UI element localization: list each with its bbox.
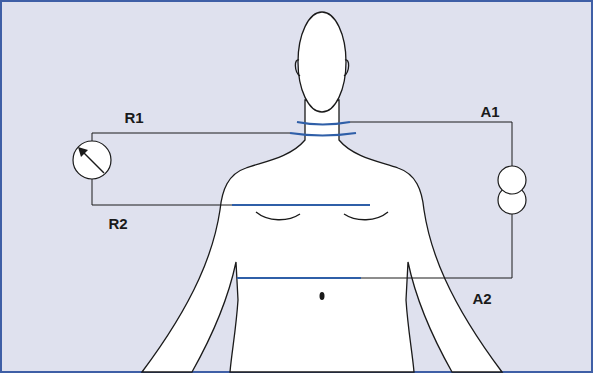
current-source-symbol xyxy=(498,166,526,214)
wire-label: A1 xyxy=(480,104,499,119)
body-outline xyxy=(142,12,502,372)
wire-label: R2 xyxy=(108,216,127,231)
wire-label: A2 xyxy=(472,291,491,306)
electrode-bands xyxy=(232,122,370,278)
wire-label: R1 xyxy=(124,110,143,125)
wires xyxy=(92,122,512,278)
voltmeter-symbol xyxy=(73,141,111,179)
